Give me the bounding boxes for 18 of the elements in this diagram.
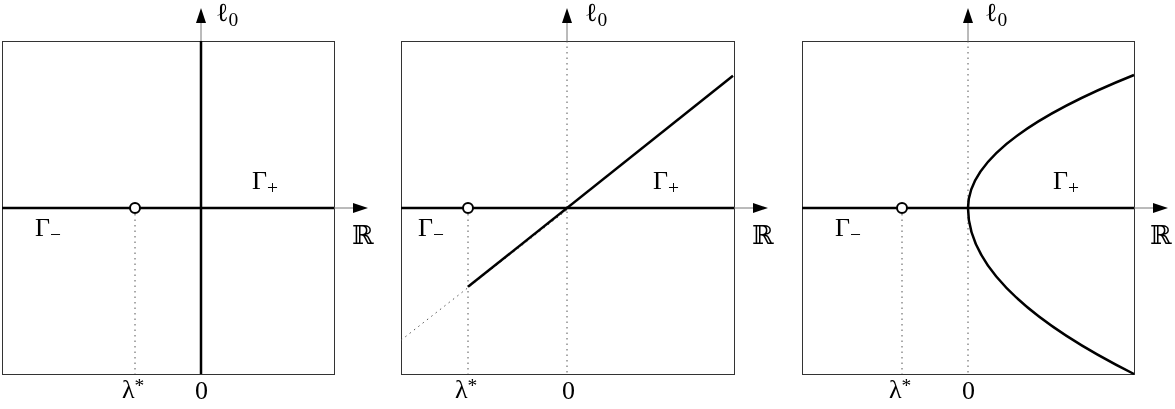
curve-label: Γ$_{−}$ [418,215,445,241]
axis-label: ℝ [752,223,774,249]
tick-label: 0 [962,378,975,404]
curve-label: Γ$_{−}$ [35,215,62,241]
axis-label: ℝ [1150,223,1172,249]
tick-label: λ$^{*}$ [889,377,912,403]
axis-label: ℝ [352,223,374,249]
axis-label: ℓ$_{0}$ [585,0,608,26]
curve-label: Γ$_{+}$ [1053,168,1080,194]
axis-label: ℓ$_{0}$ [216,0,239,26]
tick-label: λ$^{*}$ [122,377,145,403]
curve-label: Γ$_{+}$ [252,168,279,194]
curve-label: Γ$_{−}$ [835,215,862,241]
axis-label: ℓ$_{0}$ [985,0,1008,26]
tick-label: λ$^{*}$ [455,377,478,403]
tick-label: 0 [562,378,575,404]
tick-label: 0 [195,378,208,404]
curve-label: Γ$_{+}$ [653,168,680,194]
